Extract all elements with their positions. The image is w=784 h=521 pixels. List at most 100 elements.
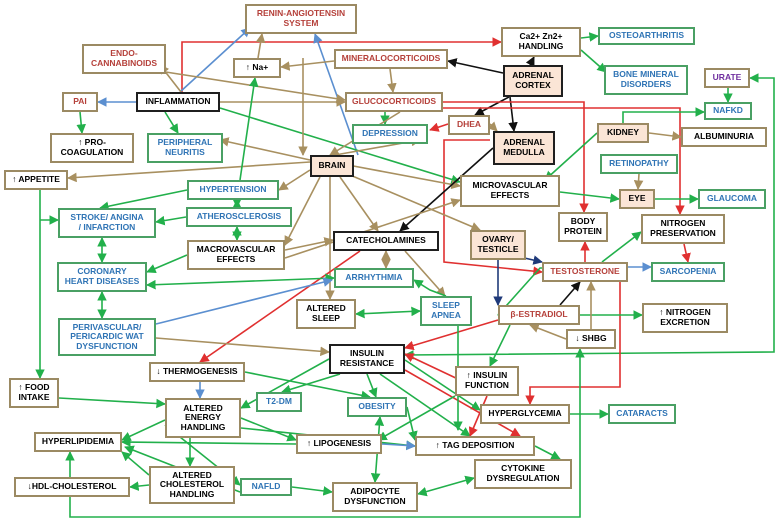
node-sleep-apnea[interactable]: SLEEP APNEA (420, 296, 472, 326)
connector-arrow-23 (429, 122, 449, 132)
node-stroke-angina-infarction[interactable]: STROKE/ ANGINA / INFARCTION (58, 208, 156, 238)
connector-arrow-52 (284, 237, 334, 251)
connector-arrow-96 (240, 417, 297, 442)
node-ca-zn-handling[interactable]: Ca2+ Zn2+ HANDLING (501, 27, 581, 57)
connector-arrow-77 (155, 277, 333, 325)
connector-arrow-50 (155, 215, 187, 226)
node-body-protein[interactable]: BODY PROTEIN (558, 212, 608, 242)
connector-arrow-98 (381, 440, 416, 451)
connector-arrow-85 (281, 373, 341, 395)
node-coronary-heart-diseases[interactable]: CORONARY HEART DISEASES (57, 262, 147, 292)
node-altered-energy-handling[interactable]: ALTERED ENERGY HANDLING (165, 398, 241, 438)
node-microvascular-effects[interactable]: MICROVASCULAR EFFECTS (460, 175, 560, 207)
node-pai[interactable]: PAI (62, 92, 98, 112)
node-albuminuria[interactable]: ALBUMINURIA (681, 127, 767, 147)
node-macrovascular-effects[interactable]: MACROVASCULAR EFFECTS (187, 240, 285, 270)
connector-arrow-34 (633, 173, 644, 190)
connector-arrow-105 (291, 486, 333, 496)
node-ovary-testicle[interactable]: OVARY/ TESTICLE (470, 230, 526, 260)
connector-arrow-108 (534, 445, 561, 460)
node-insulin-function[interactable]: ↑ INSULIN FUNCTION (455, 366, 519, 396)
connector-arrow-91 (404, 369, 521, 437)
node-cytokine-dysregulation[interactable]: CYTOKINE DYSREGULATION (474, 459, 572, 489)
connector-arrow-55 (404, 250, 446, 297)
node-hyperglycemia[interactable]: HYPERGLYCEMIA (480, 404, 570, 424)
node-bone-mineral-disorders[interactable]: BONE MINERAL DISORDERS (604, 65, 688, 95)
node-atherosclerosis[interactable]: ATHEROSCLEROSIS (186, 207, 292, 227)
node-thermogenesis[interactable]: ↓ THERMOGENESIS (149, 362, 245, 382)
connector-arrow-70 (404, 319, 499, 351)
connector-arrow-103 (121, 451, 150, 476)
node-altered-sleep[interactable]: ALTERED SLEEP (296, 299, 356, 329)
node-insulin-resistance[interactable]: INSULIN RESISTANCE (329, 344, 405, 374)
node-inflammation[interactable]: INFLAMMATION (136, 92, 220, 112)
node-adipocyte-dysfunction[interactable]: ADIPOCYTE DYSFUNCTION (332, 482, 418, 512)
node-catecholamines[interactable]: CATECHOLAMINES (333, 231, 439, 251)
node-sarcopenia[interactable]: SARCOPENIA (651, 262, 725, 282)
node-dhea[interactable]: DHEA (448, 115, 490, 135)
node-osteoarthritis[interactable]: OSTEOARTHRITIS (598, 27, 695, 45)
node-food-intake[interactable]: ↑ FOOD INTAKE (9, 378, 59, 408)
connector-arrow-9 (164, 111, 179, 134)
node-sodium[interactable]: ↑ Na+ (233, 58, 281, 78)
node-adrenal-cortex[interactable]: ADRENAL CORTEX (503, 65, 563, 97)
node-altered-cholesterol-handling[interactable]: ALTERED CHOLESTEROL HANDLING (149, 466, 235, 504)
node-arrhythmia[interactable]: ARRHYTHMIA (334, 268, 414, 288)
node-glucocorticoids[interactable]: GLUCOCORTICOIDS (345, 92, 443, 112)
node-shbg[interactable]: ↓ SHBG (566, 329, 616, 349)
node-hyperlipidemia[interactable]: HYPERLIPIDEMIA (34, 432, 122, 452)
node-eye[interactable]: EYE (619, 189, 655, 209)
connector-arrow-2 (179, 27, 251, 93)
node-lipogenesis[interactable]: ↑ LIPOGENESIS (296, 434, 382, 454)
connector-arrow-90 (468, 395, 488, 437)
connector-arrow-81 (58, 397, 166, 409)
node-adrenal-medulla[interactable]: ADRENAL MEDULLA (493, 131, 555, 165)
node-t2dm[interactable]: T2-DM (256, 392, 302, 412)
node-obesity[interactable]: OBESITY (347, 397, 407, 417)
node-urate[interactable]: URATE (704, 68, 750, 88)
connector-arrow-31 (404, 73, 775, 360)
node-cataracts[interactable]: CATARACTS (608, 404, 676, 424)
node-hypertension[interactable]: HYPERTENSION (187, 180, 279, 200)
connector-arrow-3 (255, 33, 266, 59)
node-tag-deposition[interactable]: ↑ TAG DEPOSITION (415, 436, 535, 456)
node-renin-angiotensin-system[interactable]: RENIN-ANGIOTENSIN SYSTEM (245, 4, 357, 34)
node-retinopathy[interactable]: RETINOPATHY (600, 154, 678, 174)
connector-arrow-88 (404, 359, 481, 411)
node-nafkd[interactable]: NAFKD (704, 102, 752, 120)
connector-arrow-24 (487, 121, 498, 132)
connector-arrow-65 (559, 281, 581, 306)
node-beta-estradiol[interactable]: β-ESTRADIOL (498, 305, 580, 325)
node-hdl-cholesterol[interactable]: ↓HDL-CHOLESTEROL (14, 477, 130, 497)
connector-arrow-33 (559, 191, 620, 203)
connector-arrow-15 (447, 58, 504, 74)
node-pro-coagulation[interactable]: ↑ PRO- COAGULATION (50, 133, 134, 163)
node-testosterone[interactable]: TESTOSTERONE (542, 262, 628, 282)
node-kidney[interactable]: KIDNEY (597, 123, 649, 143)
connector-arrow-102 (129, 481, 150, 491)
connector-arrow-42 (339, 176, 379, 232)
node-nafld[interactable]: NAFLD (240, 478, 292, 496)
node-peripheral-neuritis[interactable]: PERIPHERAL NEURITIS (147, 133, 223, 163)
node-mineralocorticoids[interactable]: MINERALOCORTICOIDS (334, 49, 448, 69)
node-appetite[interactable]: ↑ APPETITE (4, 170, 68, 190)
connector-arrow-89 (404, 353, 461, 381)
node-depression[interactable]: DEPRESSION (352, 124, 428, 144)
node-nitrogen-preservation[interactable]: NITROGEN PRESERVATION (641, 214, 725, 244)
connector-arrow-32 (544, 132, 598, 181)
connector-arrow-7 (139, 67, 346, 104)
connector-arrow-37 (219, 137, 311, 161)
connector-arrow-53 (284, 198, 461, 259)
connector-arrow-16 (525, 56, 535, 67)
node-endocannabinoids[interactable]: ENDO- CANNABINOIDS (82, 44, 166, 74)
node-glaucoma[interactable]: GLAUCOMA (698, 189, 766, 209)
connector-arrow-68 (529, 323, 567, 340)
node-nitrogen-excretion[interactable]: ↑ NITROGEN EXCRETION (642, 303, 728, 333)
connector-arrow-8 (76, 111, 86, 134)
connector-arrow-14 (387, 68, 397, 93)
connector-arrow-17 (580, 32, 599, 42)
node-perivascular-wat-dysfunction[interactable]: PERIVASCULAR/ PERICARDIC WAT DYSFUNCTION (58, 318, 156, 356)
node-brain[interactable]: BRAIN (310, 155, 354, 177)
connector-arrow-29 (622, 107, 705, 123)
